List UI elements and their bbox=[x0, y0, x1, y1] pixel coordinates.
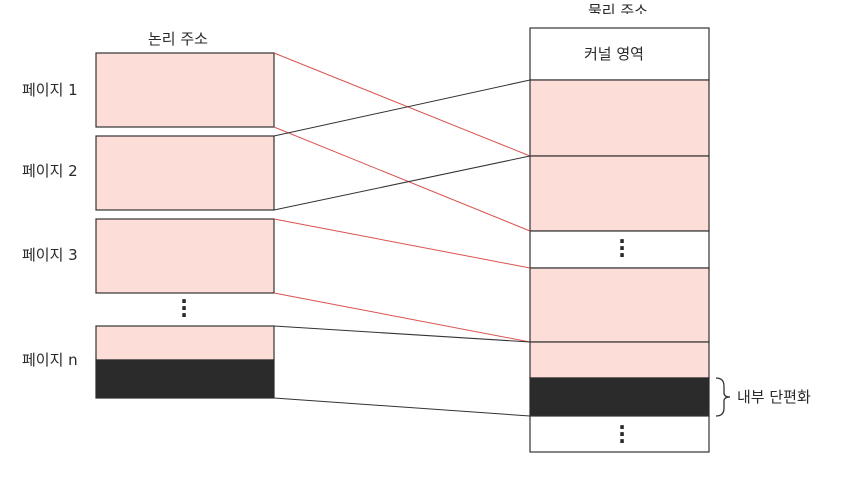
kernel-region-label: 커널 영역 bbox=[584, 45, 644, 63]
page-label: 페이지 1 bbox=[22, 81, 78, 99]
empty-region bbox=[529, 230, 710, 269]
mapping-line bbox=[273, 325, 531, 343]
internal-fragmentation-block bbox=[529, 377, 710, 417]
brace-icon bbox=[715, 377, 731, 417]
page-fragment-block bbox=[95, 359, 275, 399]
page-block bbox=[95, 135, 275, 211]
kernel-region bbox=[529, 27, 710, 81]
mapping-line bbox=[273, 52, 531, 157]
frame-block bbox=[529, 155, 710, 232]
page-block bbox=[95, 52, 275, 128]
internal-fragmentation-label: 내부 단편화 bbox=[737, 388, 811, 406]
empty-region bbox=[529, 415, 710, 453]
logical-address-title: 논리 주소 bbox=[148, 30, 208, 48]
page-block bbox=[95, 325, 275, 361]
frame-block bbox=[529, 341, 710, 379]
mapping-line bbox=[273, 126, 531, 232]
ellipsis-icon: ··· bbox=[618, 415, 626, 453]
physical-address-title: 물리 주소 bbox=[588, 2, 648, 14]
ellipsis-icon: ··· bbox=[618, 229, 626, 267]
mapping-line bbox=[273, 79, 531, 137]
mapping-line bbox=[273, 155, 531, 211]
page-label: 페이지 n bbox=[22, 351, 78, 369]
frame-block bbox=[529, 267, 710, 343]
mapping-line bbox=[273, 292, 531, 343]
page-block bbox=[95, 218, 275, 294]
frame-block bbox=[529, 79, 710, 157]
mapping-line bbox=[273, 397, 531, 417]
mapping-line bbox=[273, 218, 531, 269]
page-label: 페이지 2 bbox=[22, 162, 78, 180]
ellipsis-icon: ··· bbox=[180, 289, 188, 327]
page-label: 페이지 3 bbox=[22, 246, 78, 264]
